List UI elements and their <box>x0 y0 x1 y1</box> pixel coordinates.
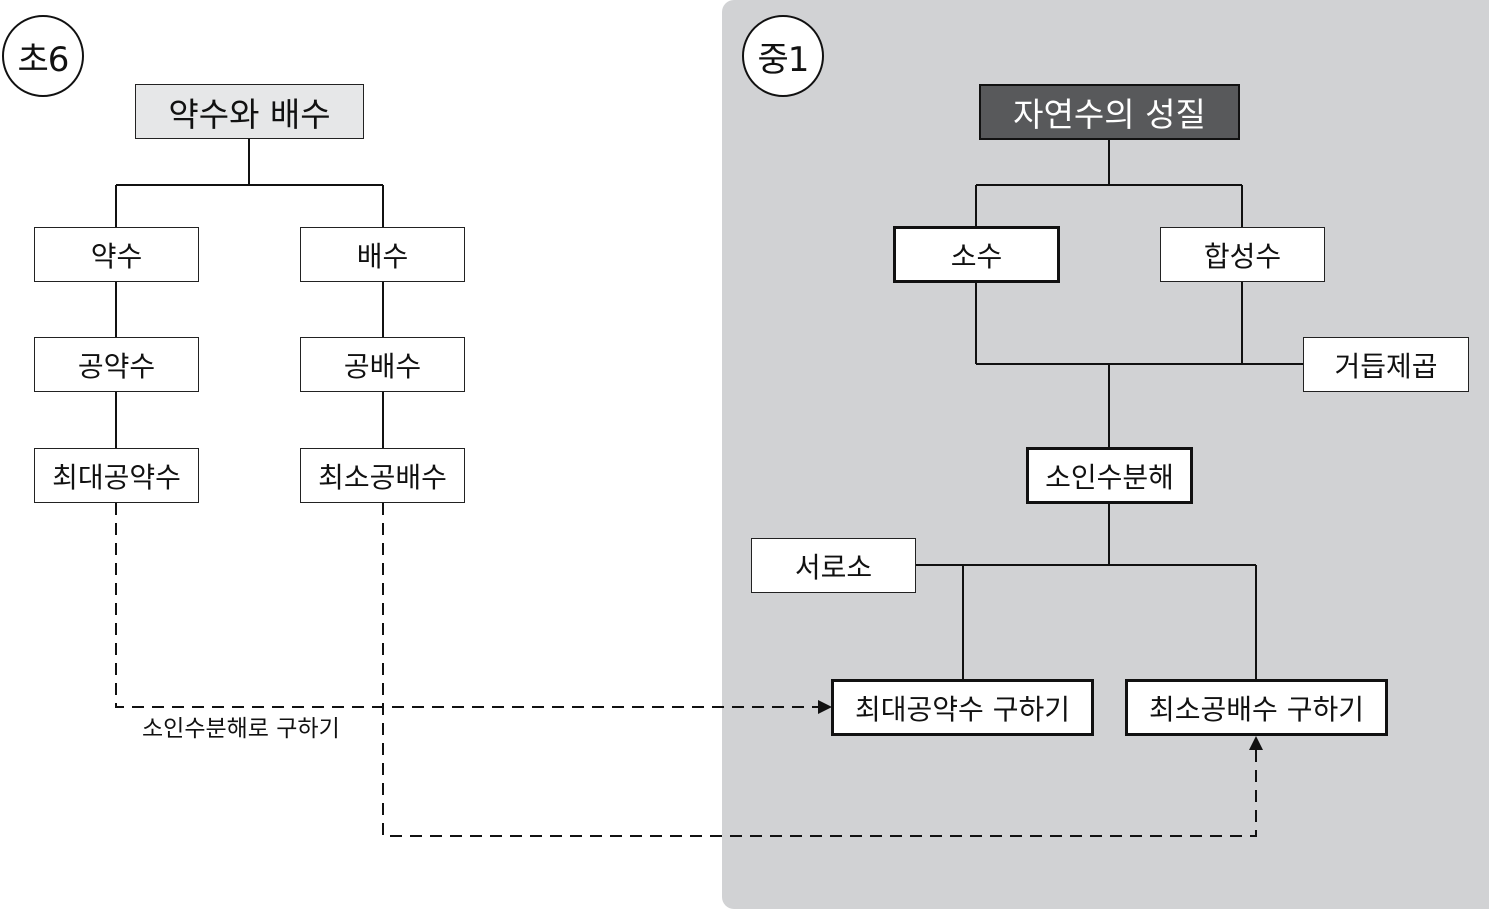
grade-badge-elementary-6: 초6 <box>2 15 84 97</box>
node-gcd-method: 최대공약수 구하기 <box>831 679 1094 736</box>
grade-badge-middle-1: 중1 <box>742 15 824 97</box>
node-common-divisor: 공약수 <box>34 337 199 392</box>
node-composite: 합성수 <box>1160 227 1325 282</box>
root-divisors-multiples: 약수와 배수 <box>135 84 364 139</box>
node-prime-factorization: 소인수분해 <box>1026 447 1193 504</box>
node-gcd: 최대공약수 <box>34 448 199 503</box>
node-divisor: 약수 <box>34 227 199 282</box>
node-common-multiple: 공배수 <box>300 337 465 392</box>
node-lcm: 최소공배수 <box>300 448 465 503</box>
node-coprime: 서로소 <box>751 538 916 593</box>
link-note: 소인수분해로 구하기 <box>142 716 340 742</box>
node-power: 거듭제곱 <box>1303 337 1469 392</box>
node-lcm-method: 최소공배수 구하기 <box>1125 679 1388 736</box>
node-multiple: 배수 <box>300 227 465 282</box>
node-prime: 소수 <box>893 226 1060 283</box>
root-natural-number-properties: 자연수의 성질 <box>979 84 1240 140</box>
